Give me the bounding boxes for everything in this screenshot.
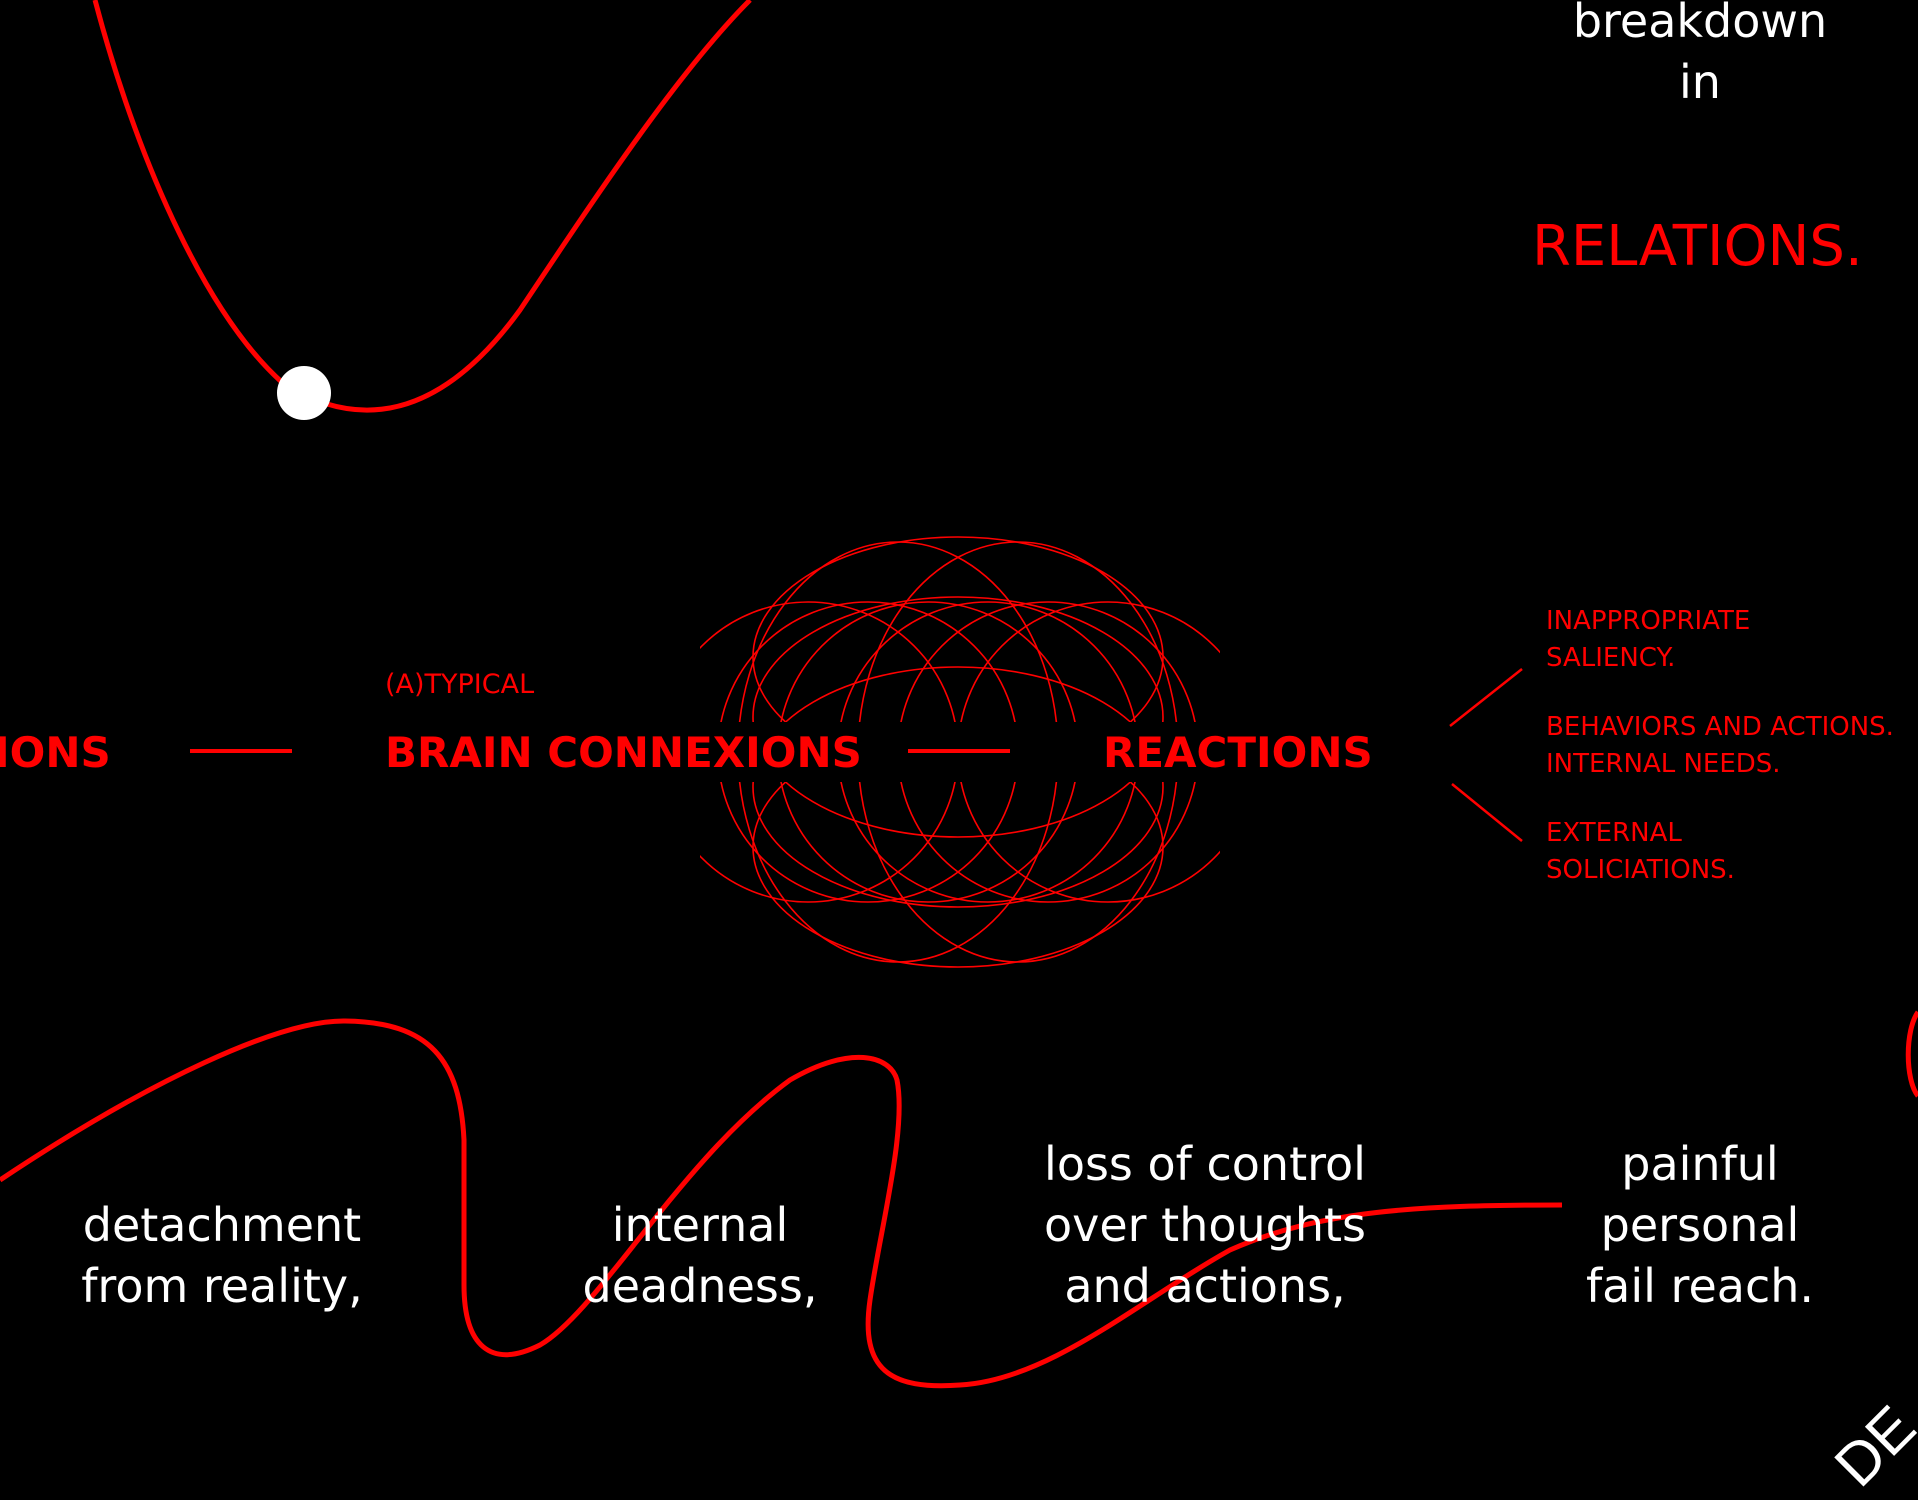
corner-rotated-text: DE <box>1822 1393 1918 1499</box>
branch-line-upper <box>1449 668 1523 727</box>
symptom-block: detachment from reality, <box>62 1195 382 1317</box>
symptom-block: painful personal fail reach. <box>1540 1134 1860 1317</box>
brain-connexions-label: BRAIN CONNEXIONS <box>385 728 862 777</box>
bottom-wave-curve <box>0 1018 1563 1389</box>
right-edge-arc <box>1905 1010 1918 1098</box>
symptom-line: loss of control <box>1044 1137 1366 1191</box>
top-wave-dot <box>277 366 331 420</box>
outcome-line: INAPPROPRIATE <box>1546 606 1751 636</box>
top-right-line: breakdown <box>1572 0 1828 48</box>
outcome-line: SALIENCY. <box>1546 643 1676 673</box>
symptom-line: personal <box>1600 1198 1800 1252</box>
symptom-line: over thoughts <box>1043 1198 1367 1252</box>
atypical-label: (A)TYPICAL <box>385 669 535 700</box>
outcome-line: SOLICIATIONS. <box>1546 855 1735 885</box>
relations-title: RELATIONS. <box>1532 214 1863 279</box>
outcome-group: EXTERNAL SOLICIATIONS. <box>1546 815 1735 889</box>
flow-left-fragment: IONS <box>0 728 111 777</box>
branch-line-lower <box>1451 783 1523 842</box>
outcome-group: BEHAVIORS AND ACTIONS. INTERNAL NEEDS. <box>1546 709 1894 783</box>
symptom-block: loss of control over thoughts and action… <box>1030 1134 1380 1317</box>
symptom-line: from reality, <box>81 1259 363 1313</box>
symptom-block: internal deadness, <box>540 1195 860 1317</box>
symptom-line: fail reach. <box>1585 1259 1815 1313</box>
web-arc <box>752 596 1164 838</box>
web-arc <box>752 666 1164 908</box>
top-wave-curve <box>92 0 752 413</box>
outcome-line: INTERNAL NEEDS. <box>1546 749 1781 779</box>
top-right-heading: breakdown in <box>1560 0 1840 113</box>
outcome-line: EXTERNAL <box>1546 818 1682 848</box>
top-right-line: in <box>1679 55 1721 109</box>
reactions-label: REACTIONS <box>1103 728 1373 777</box>
outcome-group: INAPPROPRIATE SALIENCY. <box>1546 603 1750 677</box>
outcome-line: BEHAVIORS AND ACTIONS. <box>1546 712 1894 742</box>
symptom-line: and actions, <box>1064 1259 1346 1313</box>
symptom-line: internal <box>611 1198 789 1252</box>
symptom-line: detachment <box>82 1198 362 1252</box>
symptom-line: painful <box>1621 1137 1779 1191</box>
symptom-line: deadness, <box>582 1259 818 1313</box>
